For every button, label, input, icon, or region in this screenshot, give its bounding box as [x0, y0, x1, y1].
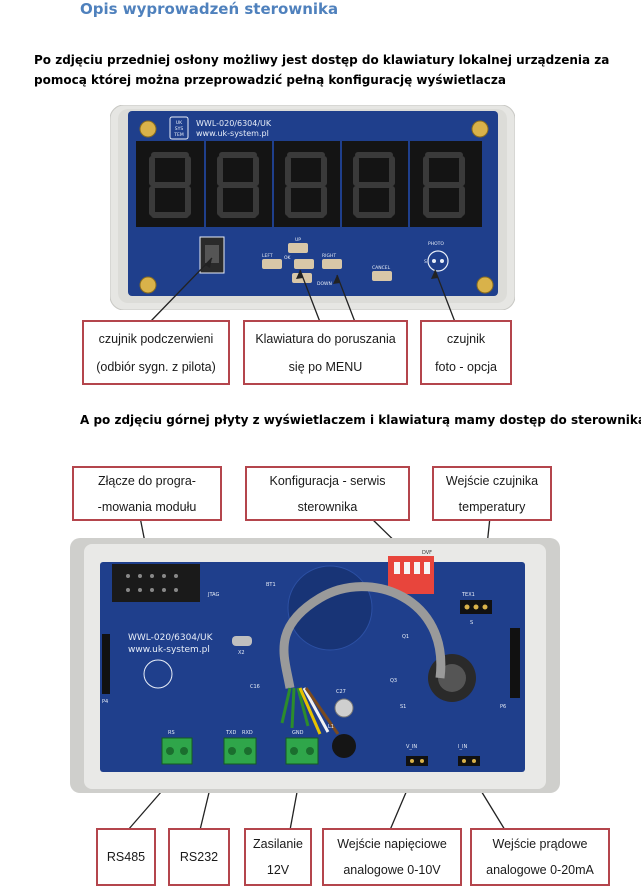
- board2-dvf: DVF: [422, 550, 432, 556]
- board2-x2: X2: [238, 650, 245, 656]
- board2-p6: P6: [500, 704, 506, 710]
- board1-photo-label: PHOTO: [428, 241, 444, 247]
- board1-photo-s: S: [424, 259, 427, 265]
- callout-ir-line2: (odbiór sygn. z pilota): [96, 359, 216, 374]
- callout-keypad-line2: się po MENU: [288, 359, 363, 374]
- callout-rs485-label: RS485: [106, 850, 146, 864]
- intro-line-1: Po zdjęciu przedniej osłony możliwy jest…: [34, 53, 610, 67]
- callout-voltage-line2: analogowe 0-10V: [343, 863, 441, 877]
- board2-i-in: I_IN: [458, 744, 467, 750]
- callout-config-line2: sterownika: [297, 499, 358, 514]
- board2-s: S: [470, 620, 473, 626]
- board2-gnd: GND: [292, 730, 304, 736]
- board2-p4: P4: [102, 699, 108, 705]
- callout-voltage-line1: Wejście napięciowe: [337, 837, 447, 851]
- board1-btn-ok: OK: [284, 255, 292, 261]
- board1-url: www.uk-system.pl: [196, 129, 269, 138]
- board2-c16: C16: [250, 684, 260, 690]
- board2-c27: C27: [336, 689, 346, 695]
- callout-ir-sensor: czujnik podczerwieni (odbiór sygn. z pilo…: [82, 320, 230, 385]
- mid-text: A po zdjęciu górnej płyty z wyświetlacze…: [80, 413, 641, 427]
- callout-rs485: RS485: [96, 828, 156, 886]
- callout-keypad-line1: Klawiatura do poruszania: [255, 331, 396, 346]
- board2-l1: L1: [328, 724, 334, 730]
- callout-current-line2: analogowe 0-20mA: [486, 863, 594, 877]
- callout-photo-line2: foto - opcja: [435, 359, 497, 374]
- callout-current-line1: Wejście prądowe: [492, 837, 588, 851]
- board1-btn-left: LEFT: [262, 253, 273, 259]
- callout-rs232: RS232: [168, 828, 230, 886]
- callout-config-line1: Konfiguracja - serwis: [269, 473, 386, 488]
- board1-logo-2: SYS: [175, 126, 184, 132]
- controller-board-photo: JTAG BT1 WWL-020/6304/UK www.uk-system.p…: [70, 538, 560, 793]
- page-heading: Opis wyprowadzeń sterownika: [80, 0, 339, 18]
- board2-rxd: RXD: [242, 730, 253, 736]
- board1-btn-right: RIGHT: [322, 253, 336, 259]
- callout-ir-line1: czujnik podczerwieni: [98, 331, 214, 346]
- callout-power: Zasilanie 12V: [244, 828, 312, 886]
- callout-programming-connector: Złącze do progra- -mowania modułu: [72, 466, 222, 521]
- callout-temp-line2: temperatury: [458, 499, 526, 514]
- callout-voltage-input: Wejście napięciowe analogowe 0-10V: [322, 828, 462, 886]
- board1-btn-cancel: CANCEL: [372, 265, 391, 271]
- callout-keypad: Klawiatura do poruszania się po MENU: [243, 320, 408, 385]
- callout-temp-line1: Wejście czujnika: [445, 473, 539, 488]
- callout-prog-line1: Złącze do progra-: [98, 473, 196, 488]
- board1-model: WWL-020/6304/UK: [196, 119, 272, 128]
- board2-bt1: BT1: [266, 582, 276, 588]
- board2-txd: TXD: [225, 730, 236, 736]
- callout-prog-line2: -mowania modułu: [97, 499, 197, 514]
- board2-rs: RS: [168, 730, 175, 736]
- board2-v-in: V_IN: [406, 744, 417, 750]
- callout-power-line1: Zasilanie: [252, 837, 304, 851]
- board2-tex1: TEX1: [461, 592, 475, 598]
- callout-temp-input: Wejście czujnika temperatury: [432, 466, 552, 521]
- board1-logo-1: UK: [176, 120, 183, 126]
- board2-model: WWL-020/6304/UK: [128, 633, 214, 643]
- board2-jtag: JTAG: [207, 592, 219, 598]
- board2-s1: S1: [400, 704, 406, 710]
- callout-rs232-label: RS232: [179, 850, 219, 864]
- callout-photo-sensor: czujnik foto - opcja: [420, 320, 512, 385]
- callout-current-input: Wejście prądowe analogowe 0-20mA: [470, 828, 610, 886]
- seven-segment-display: [136, 141, 482, 227]
- board2-q1: Q1: [402, 634, 409, 640]
- board2-q3: Q3: [390, 678, 397, 684]
- board1-logo-3: TEM: [173, 132, 184, 138]
- board2-url: www.uk-system.pl: [128, 645, 210, 655]
- board1-btn-down: DOWN: [317, 281, 332, 287]
- intro-line-2: pomocą której można przeprowadzić pełną …: [34, 73, 506, 87]
- callout-photo-line1: czujnik: [446, 331, 486, 346]
- callout-config-dip: Konfiguracja - serwis sterownika: [245, 466, 410, 521]
- callout-power-line2: 12V: [266, 863, 290, 877]
- board1-btn-up: UP: [295, 237, 301, 243]
